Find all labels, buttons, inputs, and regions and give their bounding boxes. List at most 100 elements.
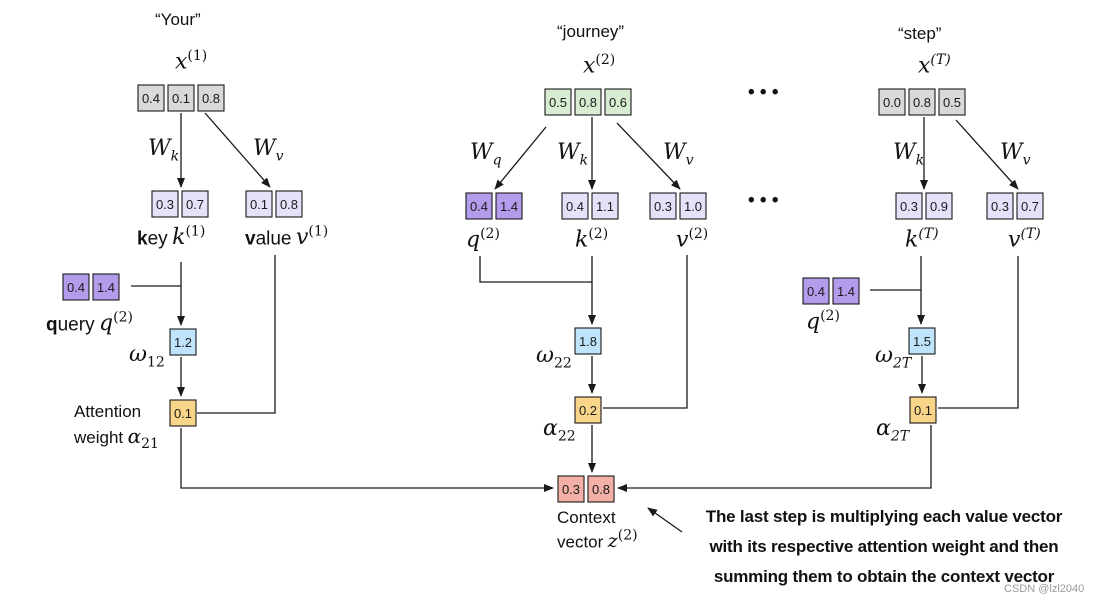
weight-label-wk-col2: Wk xyxy=(557,140,589,169)
vector-cell-value: 0.8 xyxy=(579,95,597,110)
vector-x2: 0.5 0.8 0.6 xyxy=(544,88,632,116)
vector-cell-value: 0.4 xyxy=(566,199,584,214)
vector-cell xyxy=(544,88,572,116)
vector-cell xyxy=(245,190,273,218)
input-label-x1: x(1) xyxy=(175,48,208,75)
edge-q2-score xyxy=(479,256,592,283)
vector-w12: 1.2 xyxy=(169,328,197,356)
vector-cell-value: 0.5 xyxy=(943,95,961,110)
vector-cell xyxy=(925,192,953,220)
vector-cell-value: 1.4 xyxy=(500,199,518,214)
vector-cell-value: 1.1 xyxy=(596,199,614,214)
vector-q2: 0.4 1.4 xyxy=(465,192,523,220)
score-label-w12: ω12 xyxy=(129,342,165,371)
vector-cell-value: 0.5 xyxy=(549,95,567,110)
vector-cell xyxy=(169,328,197,356)
vector-cell xyxy=(574,88,602,116)
vector-cell xyxy=(197,84,225,112)
vector-a2T: 0.1 xyxy=(909,396,937,424)
edge-a2T-vT xyxy=(938,256,1019,409)
watermark: CSDN @lzl2040 xyxy=(1004,583,1085,595)
token-label-journey: “journey” xyxy=(557,22,625,41)
vector-a21: 0.1 xyxy=(169,399,197,427)
weight-label-wq-col2: Wq xyxy=(470,140,502,169)
key-label-kT: k(T) xyxy=(905,226,939,253)
context-vector-z2: vector z(2) xyxy=(557,528,638,553)
edge-a21-v1 xyxy=(197,255,276,414)
vector-cell-value: 0.0 xyxy=(883,95,901,110)
vector-kT: 0.3 0.9 xyxy=(895,192,953,220)
vector-cell xyxy=(591,192,619,220)
weight-label-wv-col1: Wv xyxy=(253,136,284,165)
vector-xT: 0.0 0.8 0.5 xyxy=(878,88,966,116)
vector-cell-value: 0.4 xyxy=(142,91,160,106)
vector-cell xyxy=(181,190,209,218)
edge-xT-vT xyxy=(955,119,1019,190)
vector-cell xyxy=(574,396,602,424)
vector-cell-value: 0.8 xyxy=(202,91,220,106)
vector-cell-value: 0.2 xyxy=(579,403,597,418)
query-label-col1: query q(2) xyxy=(46,310,133,337)
vector-cell-value: 0.3 xyxy=(156,197,174,212)
vector-w22: 1.8 xyxy=(574,327,602,355)
vector-cell xyxy=(167,84,195,112)
edge-a21-context xyxy=(180,428,554,492)
key-label-k1: key k(1) xyxy=(137,224,206,251)
vector-cell-value: 0.3 xyxy=(562,482,580,497)
vector-cell xyxy=(137,84,165,112)
vector-cell-value: 1.5 xyxy=(913,334,931,349)
vector-cell-value: 0.7 xyxy=(186,197,204,212)
ellipsis-middle: • • • xyxy=(748,190,779,211)
vector-cell xyxy=(495,192,523,220)
vector-k2: 0.4 1.1 xyxy=(561,192,619,220)
vector-cell-value: 0.8 xyxy=(592,482,610,497)
value-label-v2: v(2) xyxy=(676,226,709,253)
vector-cell xyxy=(878,88,906,116)
vector-cell-value: 0.4 xyxy=(67,280,85,295)
weight-label-wv-col2: Wv xyxy=(663,140,694,169)
vector-cell xyxy=(604,88,632,116)
token-label-your: “Your” xyxy=(155,10,201,29)
vector-cell xyxy=(169,399,197,427)
vector-cell-value: 0.9 xyxy=(930,199,948,214)
edge-a22-v2 xyxy=(603,255,688,409)
query-label-colT: q(2) xyxy=(806,308,840,335)
vector-a22: 0.2 xyxy=(574,396,602,424)
vector-cell xyxy=(587,475,615,503)
vector-cell-value: 1.4 xyxy=(97,280,115,295)
vector-cell-value: 0.4 xyxy=(807,284,825,299)
weight-label-wv-colT: Wv xyxy=(1000,140,1031,169)
vector-qT: 0.4 1.4 xyxy=(802,277,860,305)
vector-cell-value: 1.4 xyxy=(837,284,855,299)
vector-cell-value: 0.4 xyxy=(470,199,488,214)
vector-cell xyxy=(895,192,923,220)
attention-label-a22: α22 xyxy=(543,416,576,445)
edge-note-arrow xyxy=(647,507,683,533)
vector-cell xyxy=(561,192,589,220)
vector-cell xyxy=(1016,192,1044,220)
value-label-vT: v(T) xyxy=(1008,226,1041,253)
vector-cell-value: 0.1 xyxy=(174,406,192,421)
vector-cell-value: 0.6 xyxy=(609,95,627,110)
score-label-w2T: ω2T xyxy=(875,343,912,372)
vector-cell-value: 0.1 xyxy=(914,403,932,418)
vector-cell xyxy=(938,88,966,116)
score-label-w22: ω22 xyxy=(536,343,572,372)
input-label-xT: x(T) xyxy=(918,52,951,79)
vector-cell xyxy=(909,396,937,424)
attention-label-a2T: α2T xyxy=(876,416,910,445)
ellipsis-top: • • • xyxy=(748,82,779,103)
vector-z2: 0.3 0.8 xyxy=(557,475,615,503)
vector-cell-value: 0.3 xyxy=(900,199,918,214)
vector-cell xyxy=(832,277,860,305)
vector-cell-value: 0.8 xyxy=(913,95,931,110)
vector-cell xyxy=(465,192,493,220)
edge-x2-v2 xyxy=(616,122,681,190)
